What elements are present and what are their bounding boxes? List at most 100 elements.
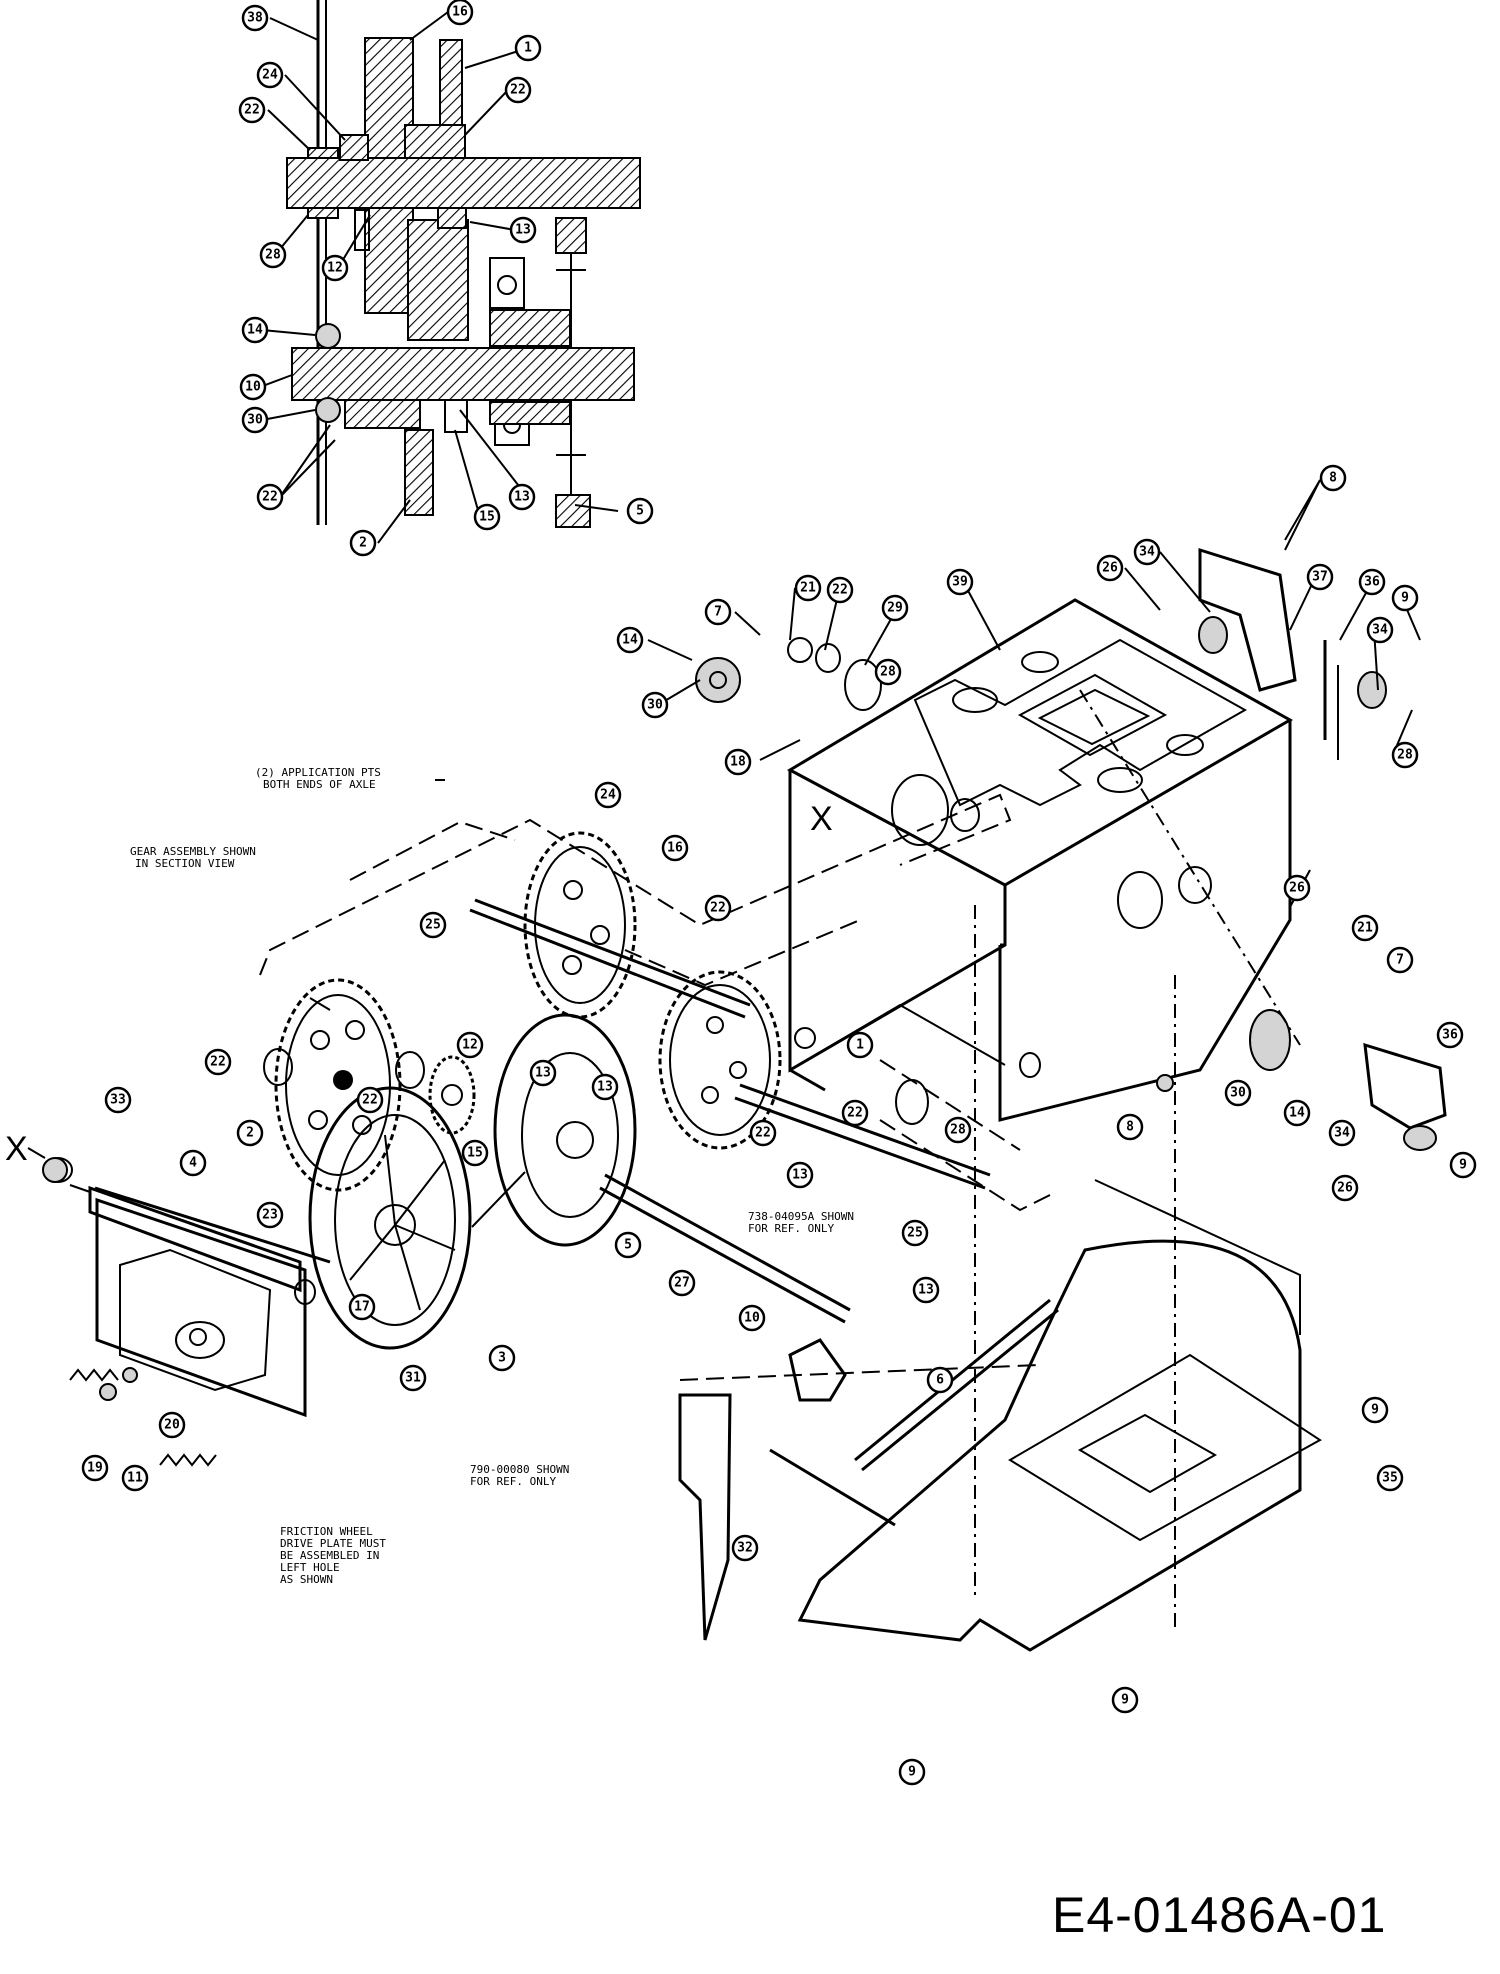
callout-7a: 7	[704, 598, 732, 626]
callout-28b: 28	[1391, 741, 1419, 769]
svg-text:15: 15	[467, 1146, 483, 1161]
callout-24a: 24	[256, 61, 284, 89]
friction-wheel-plate	[43, 1157, 307, 1467]
svg-text:8: 8	[1126, 1120, 1134, 1135]
svg-text:13: 13	[597, 1080, 613, 1095]
section-view	[286, 0, 641, 528]
svg-text:16: 16	[452, 5, 468, 20]
svg-text:37: 37	[1312, 570, 1328, 585]
svg-text:5: 5	[624, 1238, 632, 1253]
svg-text:26: 26	[1289, 881, 1305, 896]
callout-24b: 24	[594, 781, 622, 809]
svg-text:9: 9	[1371, 1403, 1379, 1418]
svg-text:14: 14	[247, 323, 263, 338]
callout-36a: 36	[1358, 568, 1386, 596]
diagram-code: E4-01486A-01	[1052, 1887, 1387, 1943]
svg-text:11: 11	[127, 1471, 143, 1486]
bracket-parts	[678, 547, 1447, 1641]
callout-25a: 25	[419, 911, 447, 939]
svg-text:15: 15	[479, 510, 495, 525]
svg-text:28: 28	[880, 665, 896, 680]
callout-28d: 28	[944, 1116, 972, 1144]
callout-21b: 21	[1351, 914, 1379, 942]
svg-text:7: 7	[1396, 953, 1404, 968]
svg-text:22: 22	[710, 901, 726, 916]
svg-text:22: 22	[847, 1106, 863, 1121]
svg-text:16: 16	[667, 841, 683, 856]
callout-26b: 26	[1283, 874, 1311, 902]
note-gear-assembly-2: IN SECTION VIEW	[135, 857, 235, 870]
svg-text:30: 30	[647, 698, 663, 713]
assembly-guides	[259, 689, 1301, 1630]
callout-9a: 9	[1391, 584, 1419, 612]
note-ref-738-2: FOR REF. ONLY	[748, 1222, 834, 1235]
callout-5a: 5	[626, 497, 654, 525]
callout-28c: 28	[874, 658, 902, 686]
note-friction-wheel-2: DRIVE PLATE MUST	[280, 1537, 386, 1550]
svg-text:9: 9	[1401, 591, 1409, 606]
svg-text:30: 30	[247, 413, 263, 428]
svg-text:22: 22	[210, 1055, 226, 1070]
callout-22c: 22	[256, 483, 284, 511]
gear-2	[274, 978, 402, 1192]
callout-39a: 39	[946, 568, 974, 596]
svg-text:22: 22	[755, 1126, 771, 1141]
svg-text:22: 22	[362, 1093, 378, 1108]
callout-9c: 9	[1111, 1686, 1139, 1714]
callout-11a: 11	[121, 1464, 149, 1492]
svg-text:13: 13	[792, 1168, 808, 1183]
callout-35a: 35	[1376, 1464, 1404, 1492]
callout-19a: 19	[81, 1454, 109, 1482]
pulley-3	[308, 1086, 472, 1350]
svg-text:10: 10	[744, 1311, 760, 1326]
note-friction-wheel-5: AS SHOWN	[280, 1573, 333, 1586]
callout-7b: 7	[1386, 946, 1414, 974]
callout-13f: 13	[912, 1276, 940, 1304]
callout-16b: 16	[661, 834, 689, 862]
svg-text:26: 26	[1337, 1181, 1353, 1196]
svg-text:8: 8	[1329, 471, 1337, 486]
svg-text:25: 25	[907, 1226, 923, 1241]
callout-9d: 9	[898, 1758, 926, 1786]
callout-22f: 22	[204, 1048, 232, 1076]
svg-text:12: 12	[462, 1038, 478, 1053]
note-friction-wheel-4: LEFT HOLE	[280, 1561, 340, 1574]
callout-8b: 8	[1116, 1113, 1144, 1141]
svg-text:32: 32	[737, 1541, 753, 1556]
pulley-5	[493, 1013, 637, 1247]
svg-text:14: 14	[1289, 1106, 1305, 1121]
callout-9b: 9	[1361, 1396, 1389, 1424]
gear-15	[428, 1055, 476, 1135]
callout-22d: 22	[826, 576, 854, 604]
callout-13e: 13	[786, 1161, 814, 1189]
note-friction-wheel-1: FRICTION WHEEL	[280, 1525, 373, 1538]
svg-text:12: 12	[327, 261, 343, 276]
svg-text:28: 28	[950, 1123, 966, 1138]
callout-37a: 37	[1306, 563, 1334, 591]
svg-text:39: 39	[952, 575, 968, 590]
svg-text:9: 9	[1121, 1693, 1129, 1708]
callout-36b: 36	[1436, 1021, 1464, 1049]
callout-29a: 29	[881, 594, 909, 622]
svg-text:6: 6	[936, 1373, 944, 1388]
callout-1a: 1	[514, 34, 542, 62]
callout-12a: 12	[321, 254, 349, 282]
callout-25b: 25	[901, 1219, 929, 1247]
svg-text:24: 24	[262, 68, 278, 83]
note-friction-wheel-3: BE ASSEMBLED IN	[280, 1549, 379, 1562]
svg-text:10: 10	[245, 380, 261, 395]
callout-22a: 22	[504, 76, 532, 104]
annotation-notes: (2) APPLICATION PTS BOTH ENDS OF AXLE GE…	[5, 766, 854, 1586]
svg-text:13: 13	[918, 1283, 934, 1298]
callout-30a: 30	[241, 406, 269, 434]
callout-26c: 26	[1331, 1174, 1359, 1202]
callout-16a: 16	[446, 0, 474, 26]
callout-22i: 22	[841, 1099, 869, 1127]
callout-18a: 18	[724, 748, 752, 776]
callout-10a: 10	[239, 373, 267, 401]
svg-text:28: 28	[1397, 748, 1413, 763]
svg-text:30: 30	[1230, 1086, 1246, 1101]
callout-bubbles: 38 16 1 24 22 22 28 12 13 14 10 30 22 2 …	[81, 0, 1477, 1786]
svg-text:36: 36	[1442, 1028, 1458, 1043]
